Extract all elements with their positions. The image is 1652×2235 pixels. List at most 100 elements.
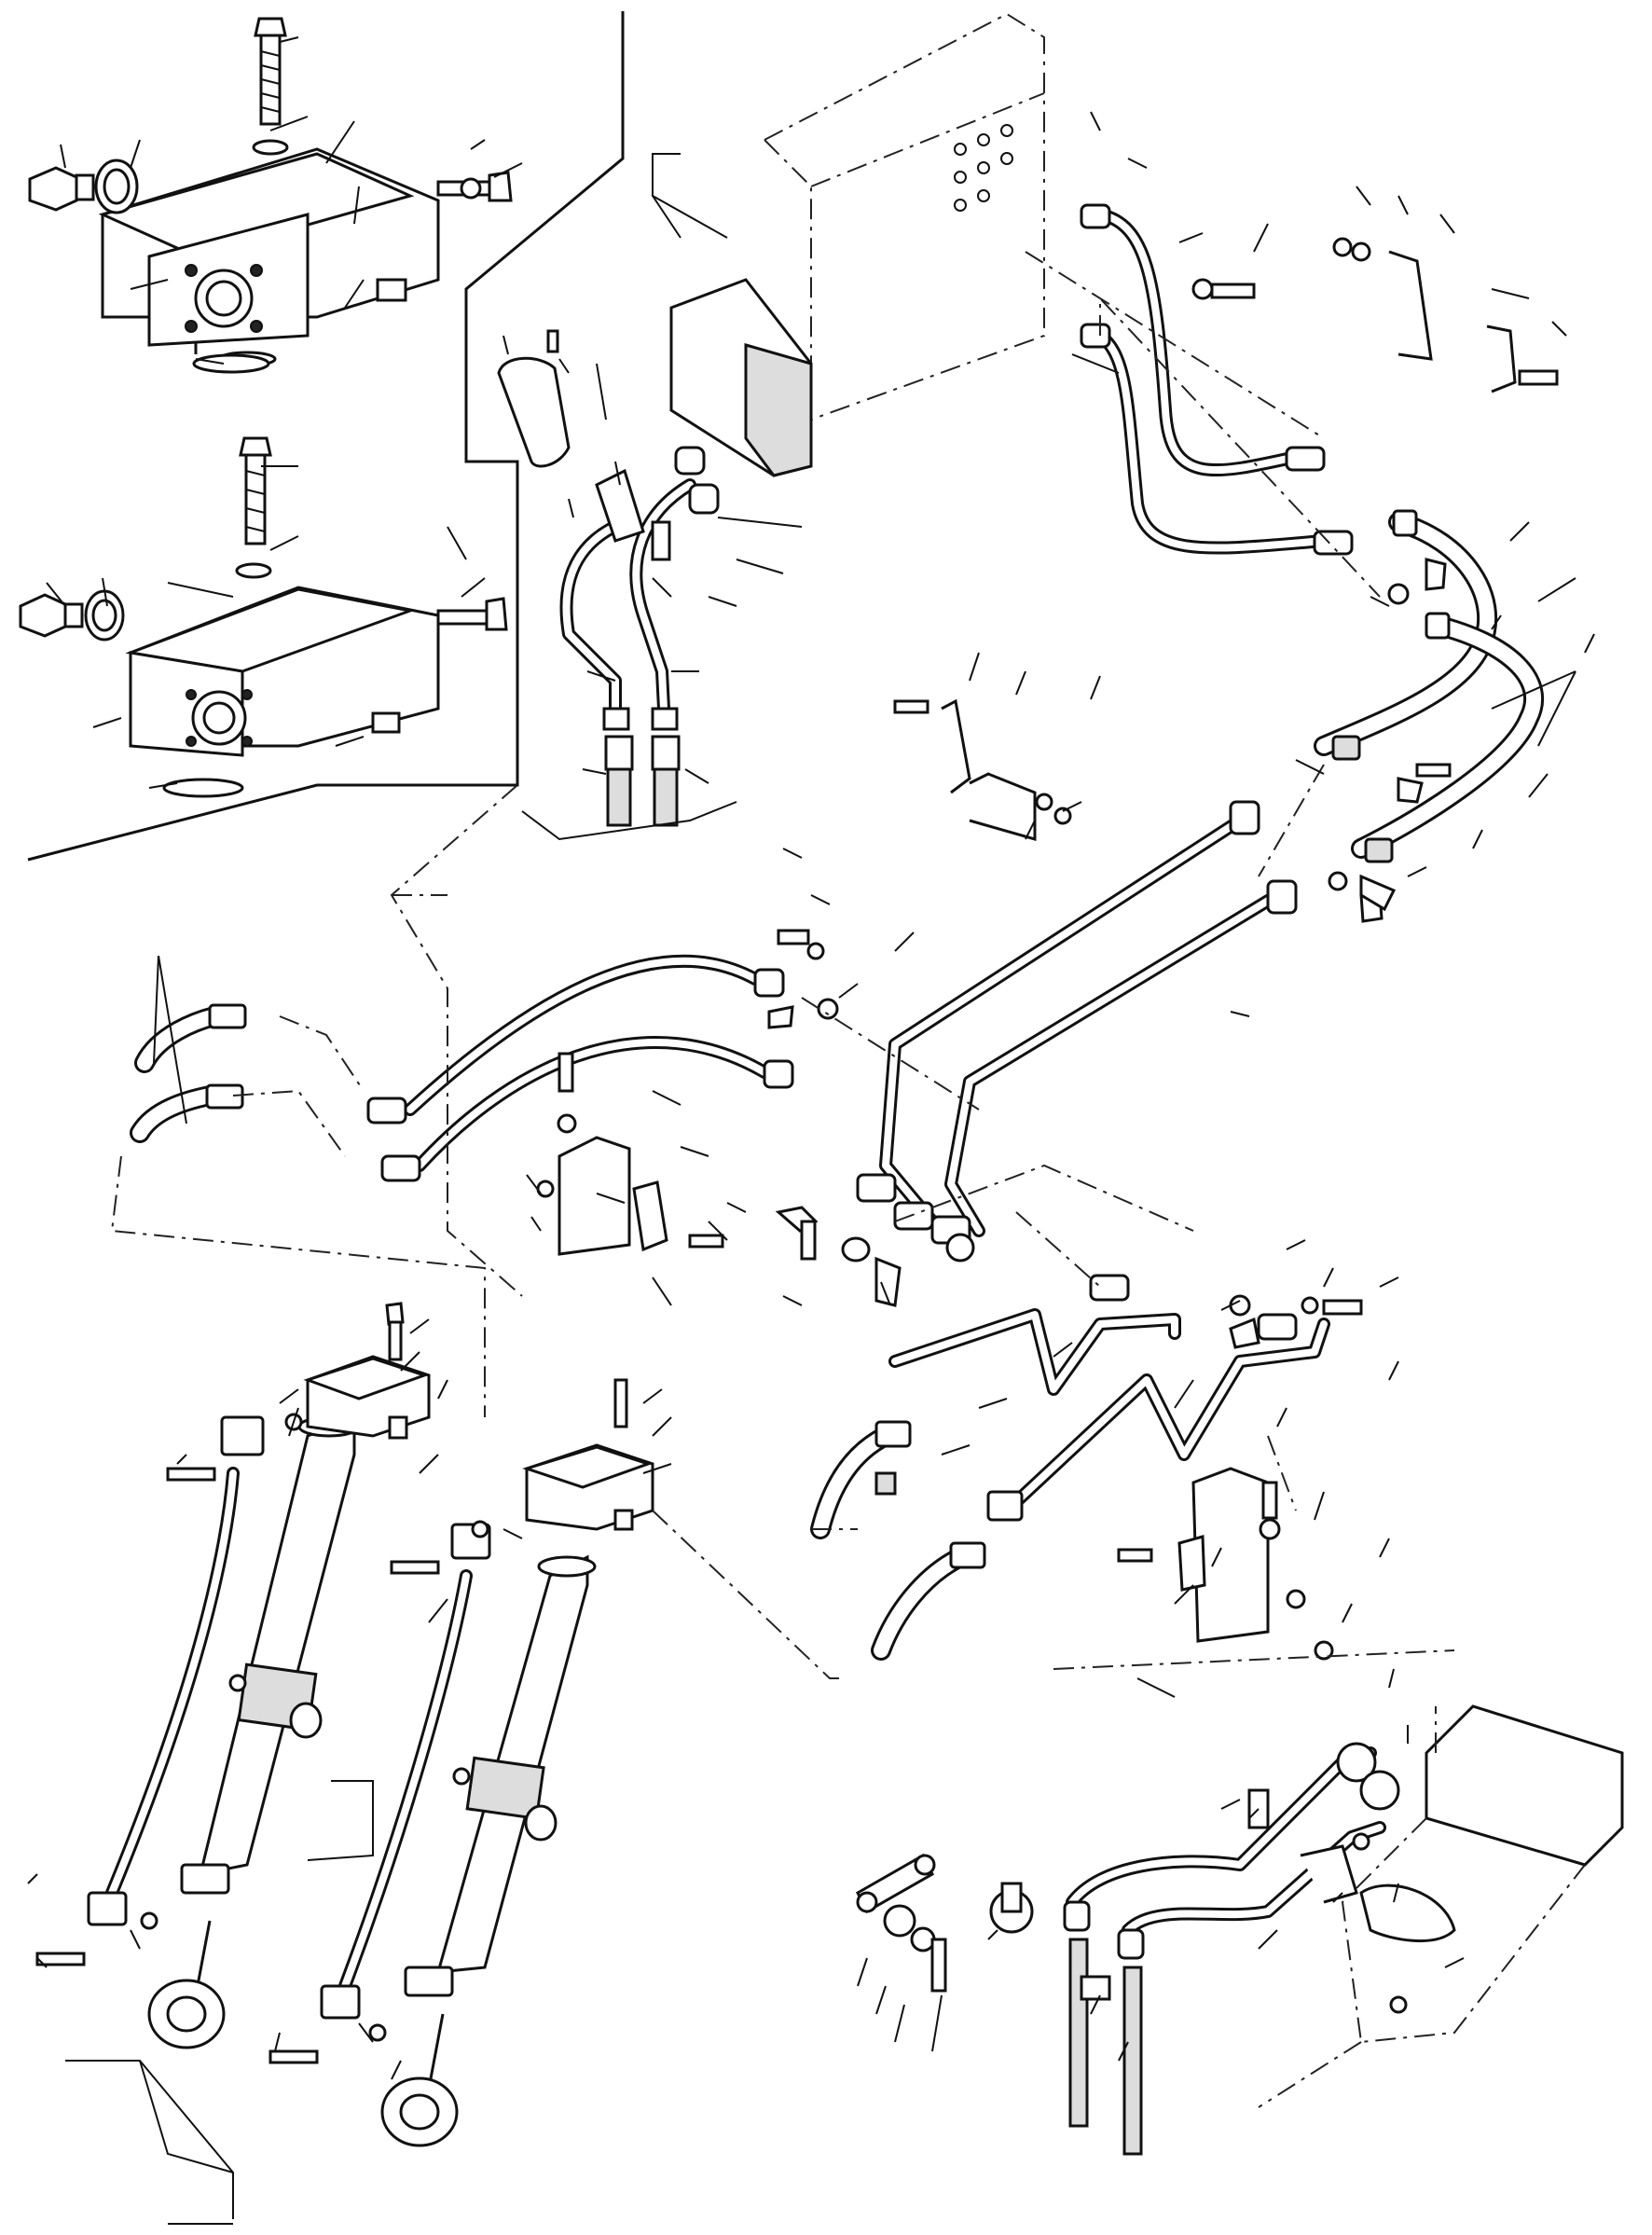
callout-leader-13 [269,535,299,551]
callout-leader-72 [708,1221,728,1241]
callout-leader-56 [969,652,980,682]
strap-lower-right [1247,1788,1456,2014]
cylinder-tube-right [320,1523,491,2020]
bracket-lower-right [1117,1467,1334,1661]
long-tube-upper [879,800,1260,1228]
split-flange-right [1328,558,1452,923]
callout-leader-34 [582,768,607,775]
group-brackets [65,153,1576,2225]
bracket-top-right [1332,237,1559,393]
callout-leader-6 [470,139,486,150]
callout-leader-122 [358,2022,374,2043]
callout-leader-123 [391,2060,402,2080]
callout-leader-47 [1509,521,1530,542]
callout-leader-86 [1314,1491,1325,1521]
callout-leader-45 [1551,321,1567,337]
callout-leader-11 [195,358,225,365]
callout-leaders [27,36,1595,2080]
callout-leader-83 [1174,1379,1194,1409]
callout-leader-23 [558,358,570,374]
callout-leader-30 [652,577,672,598]
callout-leader-106 [409,1318,430,1334]
long-tube-lower [944,879,1298,1237]
tube-pair-top-right [1080,203,1354,556]
side-bolt-lower [436,597,508,631]
callout-leader-44 [1491,288,1530,299]
callout-leader-104 [931,1994,943,2052]
callout-leader-32 [586,670,616,682]
callout-leader-108 [437,1379,448,1400]
cylinder-right [380,1554,597,2147]
callout-leader-121 [274,2032,281,2052]
callout-leader-24 [596,363,607,421]
hose-end-left [130,1003,247,1143]
callout-leader-54 [1295,759,1325,775]
hose-pair-left [604,735,681,827]
callout-leader-41 [1356,186,1371,206]
callout-leader-36 [1090,111,1101,131]
callout-leader-3 [60,144,66,169]
callout-leader-17 [167,582,234,598]
callout-leader-39 [1253,223,1269,253]
callout-leader-75 [1220,1300,1241,1311]
callout-leader-113 [652,1416,672,1437]
callout-leader-64 [838,983,859,999]
callout-leader-105 [987,1929,998,1940]
valve-block-upper [98,147,440,367]
tube-zigzag [888,1274,1330,1517]
callout-leader-52 [1472,829,1483,849]
callout-leader-110 [279,1388,299,1404]
callout-leader-85 [1379,1538,1390,1558]
callout-leader-49 [1584,633,1595,654]
callout-leader-89 [1174,1584,1194,1605]
callout-leader-14 [447,526,467,560]
callout-leader-109 [419,1454,439,1474]
callout-leader-70 [526,1174,542,1194]
callout-leader-28 [717,517,803,528]
callout-leader-103 [894,2004,905,2043]
callout-leader-90 [1136,1677,1176,1698]
callout-leader-46 [1370,596,1390,607]
callout-leader-115 [502,1528,523,1539]
cylinder-left [147,1414,361,2049]
callout-leader-77 [1323,1267,1334,1288]
callout-leader-84 [1276,1407,1287,1428]
callout-leader-82 [941,1444,971,1456]
flange-bolt-top [1191,278,1256,300]
callout-leader-15 [46,582,66,607]
callout-leader-9 [353,186,360,225]
tube-pair-middle-left [366,954,794,1182]
callout-leader-16 [102,577,108,607]
callout-leader-27 [605,512,616,542]
tube-pair-lower-right [1066,1742,1400,1937]
pivot-link [856,1853,1034,1993]
callout-leader-60 [1062,801,1082,812]
callout-leader-37 [1127,158,1148,169]
callout-leader-43 [1439,214,1455,234]
inset-frame [27,11,625,862]
callout-leader-62 [810,894,831,905]
plug-fitting-lower [19,589,125,642]
o-ring-lower [162,778,244,798]
o-ring-upper [192,353,270,374]
center-lines [110,251,1455,2108]
callout-leader-66 [596,1193,626,1204]
callout-leader-117 [176,1454,187,1465]
callout-leader-58 [1090,675,1101,700]
callout-leader-29 [736,559,784,574]
valve-block-cylinder-left [303,1302,431,1440]
callout-leader-42 [1397,195,1409,215]
callout-leader-61 [782,848,803,859]
callout-leader-5 [325,120,355,164]
callout-leader-2 [269,116,309,131]
callout-leader-1 [279,36,299,43]
valve-block-cylinder-right [522,1378,654,1531]
callout-leader-120 [130,1929,141,1950]
callout-leader-25 [568,498,574,518]
callout-leader-88 [1211,1547,1222,1567]
callout-leader-53 [1407,866,1427,877]
hose-pair-right [1314,509,1544,863]
callout-leader-79 [1388,1360,1399,1381]
callout-leader-59 [1025,820,1036,840]
